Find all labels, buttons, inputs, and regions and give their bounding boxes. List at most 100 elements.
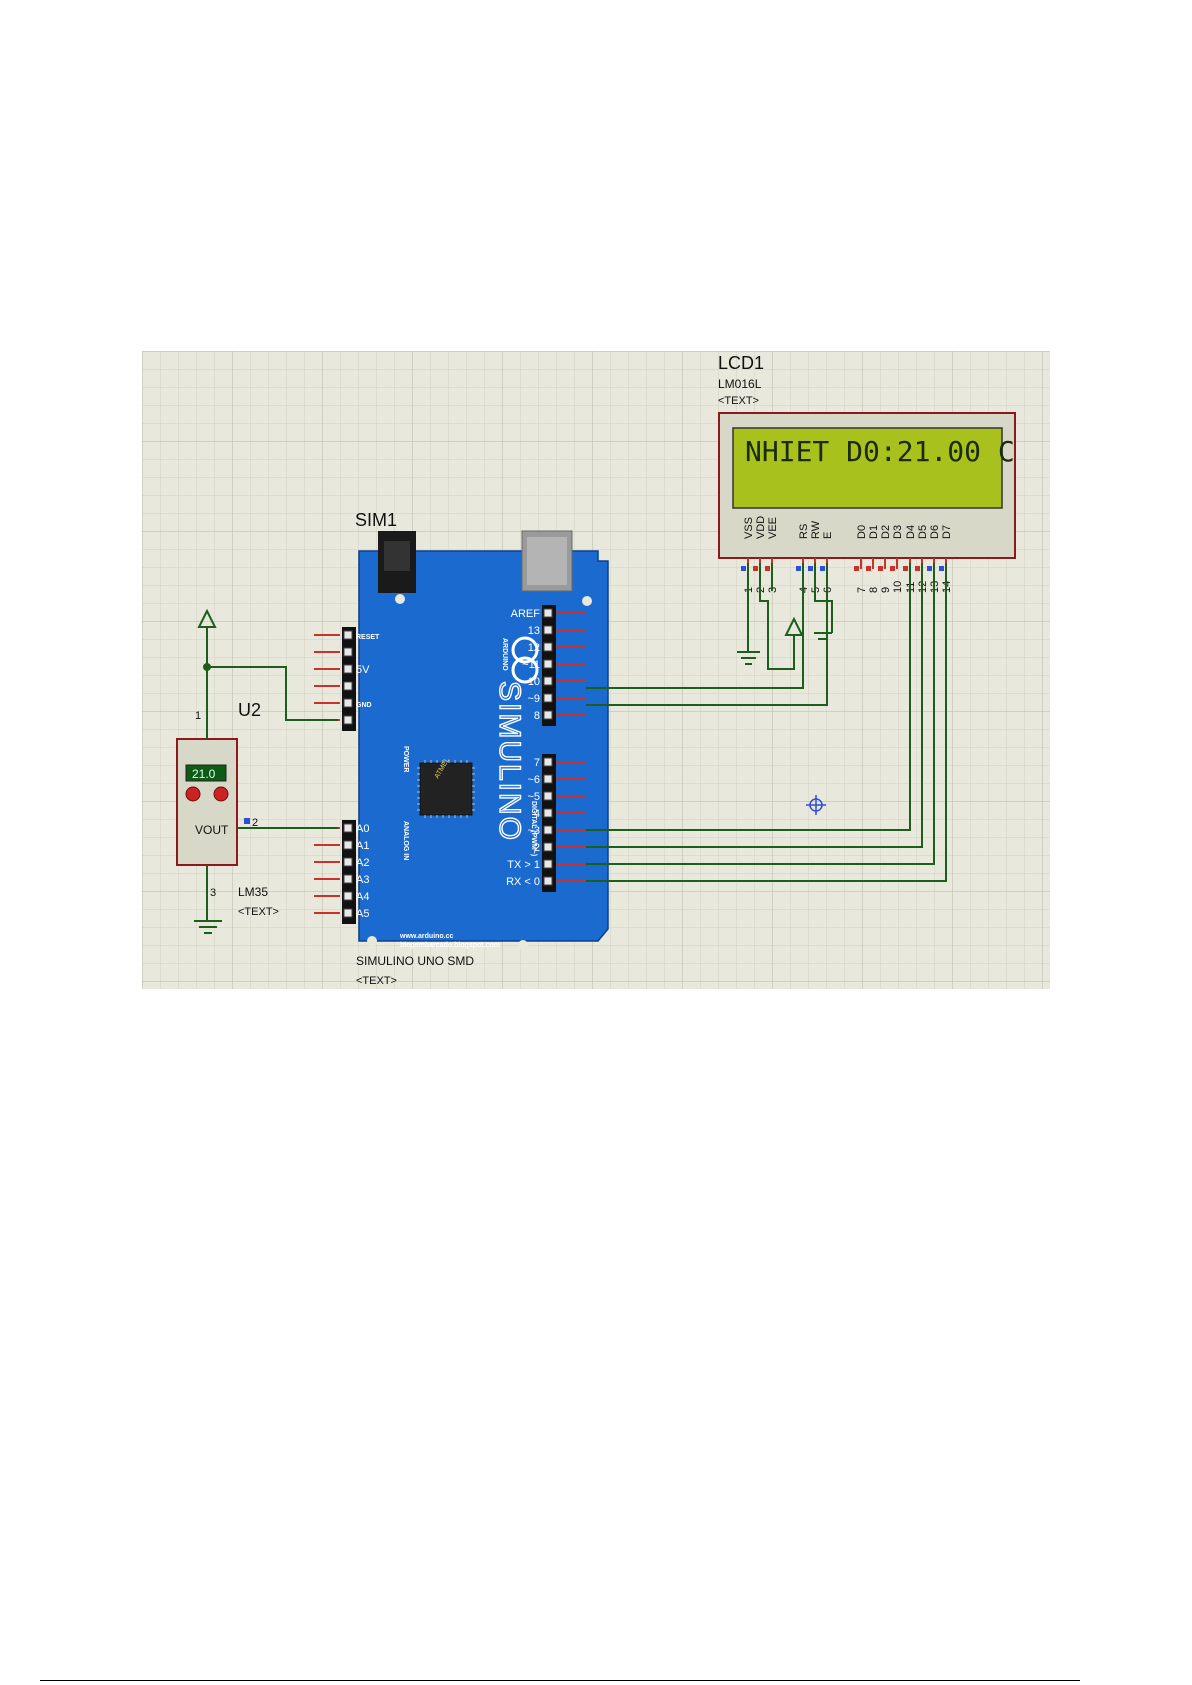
pin-label: A3	[356, 874, 369, 886]
arduino-text: ARDUINO	[501, 638, 508, 671]
digital-pin-8[interactable]: 8	[534, 710, 586, 722]
power-label: POWER	[402, 746, 409, 772]
pin-label: ~9	[527, 693, 540, 705]
sensor-out-label: VOUT	[195, 823, 229, 837]
sensor-body	[176, 738, 238, 866]
sensor-ref: U2	[238, 700, 261, 720]
digital-pin-11[interactable]: ~11	[522, 659, 586, 671]
lcd-pin-d2[interactable]: D29	[878, 525, 892, 593]
analog-pin-a3[interactable]: A3	[314, 874, 369, 886]
sensor-readout	[185, 764, 227, 782]
pin-label: ~6	[527, 774, 540, 786]
digital-pin-aref[interactable]: AREF	[511, 608, 586, 620]
wiring	[203, 563, 947, 921]
pin-label: 7	[534, 757, 540, 769]
analog-pin-a5[interactable]: A5	[314, 908, 369, 920]
lcd-pin-number: 8	[868, 587, 880, 593]
pin-label: RESET	[356, 634, 380, 641]
power-pin-nc3[interactable]	[314, 681, 353, 691]
pin-label: 8	[534, 710, 540, 722]
lcd-display-text: NHIET D0:21.00 C	[745, 435, 1015, 468]
digital-pin-2[interactable]: 2	[534, 842, 586, 854]
board-outline	[358, 550, 609, 942]
power-pin-5v[interactable]: 5V	[314, 664, 370, 676]
pin-label: GND	[356, 702, 372, 709]
pin-label: 13	[528, 625, 540, 637]
analog-pin-a2[interactable]: A2	[314, 857, 369, 869]
lcd-pin-d3[interactable]: D3 10	[890, 525, 904, 593]
digital-pin-12[interactable]: 12	[528, 642, 586, 654]
lcd-pin-name: D6	[929, 525, 941, 539]
sensor-pin-gnd: 3	[210, 887, 216, 899]
arduino-board[interactable]: SIM1 ARDUINO SIMULINO ATME	[314, 510, 609, 987]
pin-label: A1	[356, 840, 369, 852]
lcd-model: LM016L	[718, 377, 762, 391]
pin-label: ~3	[527, 825, 540, 837]
analog-pin-a4[interactable]: A4	[314, 891, 369, 903]
digital-pin-5[interactable]: ~5	[527, 791, 586, 803]
lcd-pin-name: RS	[798, 524, 810, 539]
pin-label: 12	[528, 642, 540, 654]
pin-label: A5	[356, 908, 369, 920]
pin-label: ~5	[527, 791, 540, 803]
url-line-1: www.arduino.cc	[399, 933, 454, 940]
sensor-reading: 21.0	[192, 767, 216, 781]
digital-pin-7[interactable]: 7	[534, 757, 586, 769]
lcd-pin-d1[interactable]: D1 8	[866, 525, 880, 593]
lcd-pin-name: VDD	[755, 516, 767, 539]
lm35-sensor[interactable]: U2 21.0 VOUT 1 2 3 LM35 <TEXT>	[176, 700, 279, 918]
pin-label: ~11	[522, 659, 540, 671]
crosshair-icon	[806, 795, 826, 815]
digital-pin-10[interactable]: ~10	[521, 676, 586, 688]
digital-pin-4[interactable]: 4	[534, 808, 586, 820]
pin-label: A0	[356, 823, 369, 835]
lcd-pin-d0[interactable]: D0 7	[854, 525, 868, 593]
lcd-pin-number: 10	[892, 581, 904, 593]
decrease-button[interactable]	[185, 786, 201, 802]
pin-label: AREF	[511, 608, 541, 620]
digital-pin-9[interactable]: ~9	[527, 693, 586, 705]
lcd-pin-name: D5	[917, 525, 929, 539]
lcd-pin-name: E	[822, 532, 834, 539]
lcd-pin-number: 7	[856, 587, 868, 593]
digital-pin-6[interactable]: ~6	[527, 774, 586, 786]
lcd-pin-name: D0	[856, 525, 868, 539]
arduino-text-placeholder: <TEXT>	[356, 975, 397, 987]
digital-pin-tx1[interactable]: TX > 1	[507, 859, 586, 871]
pin-label: TX > 1	[507, 859, 540, 871]
analog-pin-a1[interactable]: A1	[314, 840, 369, 852]
arduino-logo: ARDUINO	[501, 636, 539, 684]
digital-pin-3[interactable]: ~3	[527, 825, 586, 837]
pin-label: 2	[534, 842, 540, 854]
digital-pin-rx0[interactable]: RX < 0	[506, 876, 586, 888]
power-pin-gnd[interactable]: GND	[314, 698, 372, 709]
sensor-pin-vcc: 1	[195, 710, 201, 722]
lcd-pin-name: RW	[810, 520, 822, 539]
pin-label: A2	[356, 857, 369, 869]
sensor-text-placeholder: <TEXT>	[238, 906, 279, 918]
sensor-pin-out: 2	[252, 817, 258, 829]
lcd-pin-name: D3	[892, 525, 904, 539]
lcd-module[interactable]: LCD1 LM016L <TEXT> NHIET D0:21.00 C VSS1…	[718, 353, 1016, 593]
increase-button[interactable]	[213, 786, 229, 802]
mcu-chip: ATMEL	[417, 757, 475, 818]
lcd-pin-number: 9	[880, 587, 892, 593]
arduino-model: SIMULINO UNO SMD	[356, 954, 474, 968]
digital-label: DIGITAL (PWM~)	[530, 801, 537, 856]
digital-pin-13[interactable]: 13	[528, 625, 586, 637]
lcd-screen	[732, 427, 1003, 509]
pin-label: A4	[356, 891, 369, 903]
arduino-ref: SIM1	[355, 510, 397, 530]
sensor-model: LM35	[238, 885, 268, 899]
lcd-pin-name: D7	[941, 525, 953, 539]
power-pin-nc1[interactable]	[314, 647, 353, 657]
lcd-pin-name: D1	[868, 525, 880, 539]
lcd-pin-name: VEE	[767, 517, 779, 539]
url-line-2: blogembarcado.blogspot.com	[400, 942, 500, 949]
pin-label: 4	[534, 808, 540, 820]
page-rule	[40, 1680, 1080, 1681]
power-pin-reset[interactable]: RESET	[314, 630, 380, 641]
power-symbol-sensor	[197, 608, 217, 651]
